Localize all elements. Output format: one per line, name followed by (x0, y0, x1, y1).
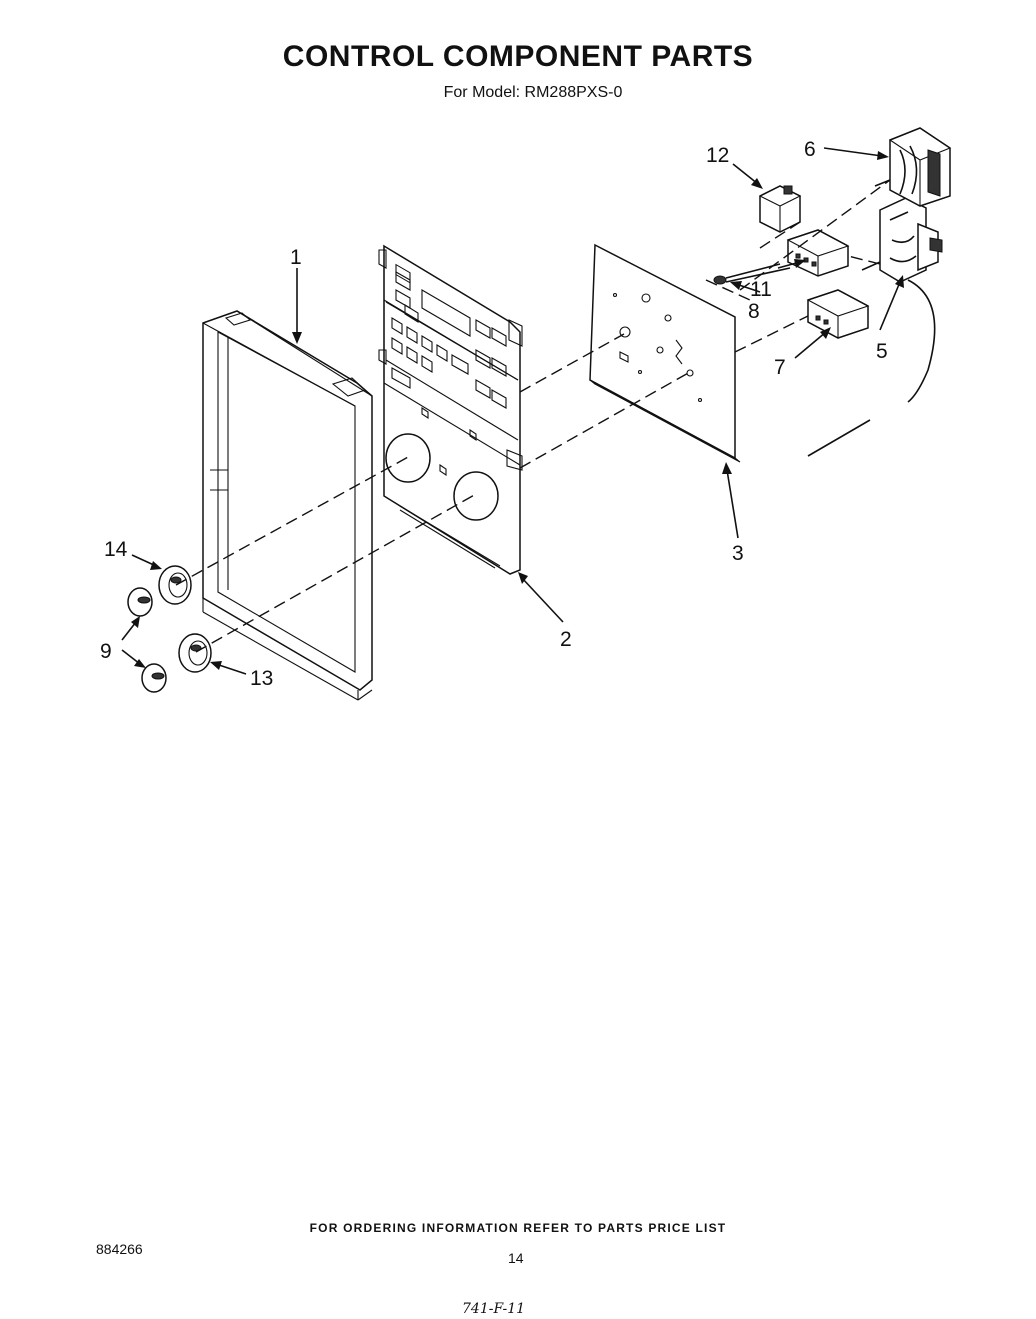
callout-3: 3 (732, 542, 744, 565)
model-subtitle: For Model: RM288PXS-0 (443, 84, 623, 101)
part-12-relay (758, 185, 802, 233)
knob-lower (141, 663, 167, 693)
assembly-lines (175, 179, 891, 653)
page-number: 14 (508, 1250, 524, 1266)
callout-labels: 1 2 3 5 6 7 8 9 11 12 13 14 (100, 138, 888, 690)
part-7-relay (806, 289, 870, 339)
part-5-timer-motor (861, 197, 943, 403)
callout-6: 6 (804, 138, 816, 161)
part-2-control-panel (378, 244, 523, 575)
part-8-connector (713, 263, 791, 285)
handwritten-note: 741-F-11 (462, 1301, 526, 1317)
knob-upper (127, 587, 153, 617)
leader-lines (121, 147, 904, 675)
callout-1: 1 (290, 246, 302, 269)
callout-11: 11 (750, 278, 772, 301)
callout-7: 7 (774, 356, 786, 379)
page-title: CONTROL COMPONENT PARTS (282, 40, 754, 73)
part-3-circuit-board (589, 243, 741, 463)
callout-2: 2 (560, 628, 572, 651)
callout-8: 8 (748, 300, 760, 323)
ring-13 (178, 633, 212, 673)
ordering-note: FOR ORDERING INFORMATION REFER TO PARTS … (309, 1221, 727, 1235)
callout-9: 9 (100, 640, 112, 663)
callout-12: 12 (706, 144, 729, 167)
callout-14: 14 (104, 538, 128, 561)
ring-14 (158, 565, 192, 605)
part-11-relay-block (786, 229, 850, 277)
callout-13: 13 (250, 667, 273, 690)
document-number: 884266 (96, 1241, 143, 1257)
part-1-frame (202, 310, 373, 701)
callout-5: 5 (876, 340, 888, 363)
part-6-transformer (874, 127, 952, 207)
